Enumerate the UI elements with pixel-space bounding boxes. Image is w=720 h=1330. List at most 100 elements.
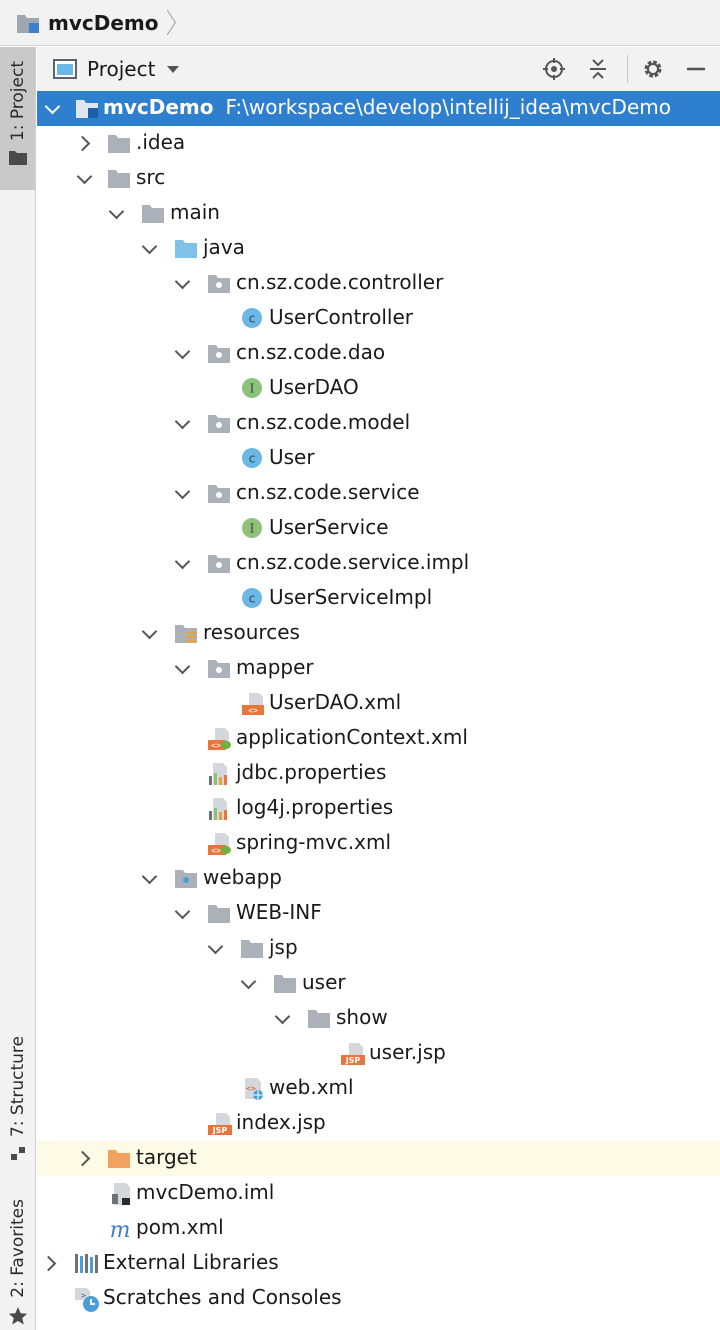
tree-row-package-service[interactable]: cn.sz.code.service <box>37 476 720 511</box>
tree-label: jsp <box>269 935 298 959</box>
tree-row-show-folder[interactable]: show <box>37 1001 720 1036</box>
tree-row-file-iml[interactable]: mvcDemo.iml <box>37 1176 720 1211</box>
tree-row-class-user[interactable]: c User <box>37 441 720 476</box>
web-folder-icon <box>174 867 198 891</box>
expand-arrow-icon[interactable] <box>175 659 191 677</box>
folder-icon <box>240 937 264 961</box>
breadcrumb-separator <box>164 8 176 38</box>
tree-row-package-controller[interactable]: cn.sz.code.controller <box>37 266 720 301</box>
tree-row-file-spring-mvc[interactable]: <> spring-mvc.xml <box>37 826 720 861</box>
tab-favorites[interactable]: 2: Favorites <box>0 1197 35 1330</box>
structure-icon <box>10 1145 26 1161</box>
collapse-arrow-icon[interactable] <box>43 1254 59 1272</box>
tree-row-class-usercontroller[interactable]: c UserController <box>37 301 720 336</box>
tree-row-external-libraries[interactable]: External Libraries <box>37 1246 720 1281</box>
folder-icon <box>141 202 165 226</box>
expand-arrow-icon[interactable] <box>241 974 257 992</box>
header-divider <box>627 55 628 83</box>
project-folder-icon <box>8 149 27 166</box>
view-dropdown-arrow-icon[interactable] <box>167 65 180 73</box>
star-icon <box>8 1306 28 1326</box>
expand-arrow-icon[interactable] <box>142 624 158 642</box>
source-folder-icon <box>174 237 198 261</box>
tree-row-web-inf[interactable]: WEB-INF <box>37 896 720 931</box>
tree-row-interface-userdao[interactable]: I UserDAO <box>37 371 720 406</box>
tree-label: user.jsp <box>369 1040 446 1064</box>
tree-row-file-jdbc-properties[interactable]: jdbc.properties <box>37 756 720 791</box>
tree-row-package-dao[interactable]: cn.sz.code.dao <box>37 336 720 371</box>
tree-row-package-model[interactable]: cn.sz.code.model <box>37 406 720 441</box>
expand-arrow-icon[interactable] <box>142 869 158 887</box>
tree-row-mapper[interactable]: mapper <box>37 651 720 686</box>
tree-row-interface-userservice[interactable]: I UserService <box>37 511 720 546</box>
tree-row-file-log4j-properties[interactable]: log4j.properties <box>37 791 720 826</box>
tree-row-webapp[interactable]: webapp <box>37 861 720 896</box>
locate-icon[interactable] <box>542 57 566 81</box>
tree-label: User <box>269 445 315 469</box>
collapse-all-icon[interactable] <box>586 57 610 81</box>
svg-text:c: c <box>249 452 256 466</box>
interface-icon: I <box>241 377 265 401</box>
expand-arrow-icon[interactable] <box>77 169 93 187</box>
package-icon <box>207 272 231 296</box>
jsp-file-icon: JSP <box>340 1042 365 1066</box>
expand-arrow-icon[interactable] <box>175 414 191 432</box>
tree-row-file-index-jsp[interactable]: JSP index.jsp <box>37 1106 720 1141</box>
tree-row-file-applicationcontext[interactable]: <> applicationContext.xml <box>37 721 720 756</box>
tree-label: java <box>203 235 245 259</box>
tab-structure[interactable]: 7: Structure <box>0 1032 35 1167</box>
tree-row-main[interactable]: main <box>37 196 720 231</box>
expand-arrow-icon[interactable] <box>142 239 158 257</box>
tree-row-package-service-impl[interactable]: cn.sz.code.service.impl <box>37 546 720 581</box>
tree-label: mapper <box>236 655 314 679</box>
tree-row-idea[interactable]: .idea <box>37 126 720 161</box>
class-icon: c <box>241 587 265 611</box>
tree-row-target[interactable]: target <box>37 1141 720 1176</box>
project-path: F:\workspace\develop\intellij_idea\mvcDe… <box>225 95 671 119</box>
tree-label: UserDAO.xml <box>269 690 402 714</box>
minimize-icon[interactable] <box>684 57 708 81</box>
tree-row-class-userserviceimpl[interactable]: c UserServiceImpl <box>37 581 720 616</box>
tree-label: webapp <box>203 865 283 889</box>
spring-xml-icon: <> <box>207 727 231 751</box>
tree-label: pom.xml <box>136 1215 224 1239</box>
expand-arrow-icon[interactable] <box>45 99 61 117</box>
collapse-arrow-icon[interactable] <box>77 134 93 152</box>
tree-row-src[interactable]: src <box>37 161 720 196</box>
expand-arrow-icon[interactable] <box>109 204 125 222</box>
svg-text:JSP: JSP <box>345 1056 361 1065</box>
tree-row-scratches[interactable]: > Scratches and Consoles <box>37 1281 720 1316</box>
tree-label: spring-mvc.xml <box>236 830 392 854</box>
panel-title[interactable]: Project <box>87 57 156 81</box>
expand-arrow-icon[interactable] <box>175 554 191 572</box>
tree-row-user-folder[interactable]: user <box>37 966 720 1001</box>
collapse-arrow-icon[interactable] <box>77 1149 93 1167</box>
gear-icon[interactable] <box>641 57 665 81</box>
tree-row-file-web-xml[interactable]: <> web.xml <box>37 1071 720 1106</box>
expand-arrow-icon[interactable] <box>175 344 191 362</box>
tab-structure-label: 7: Structure <box>7 1036 28 1138</box>
expand-arrow-icon[interactable] <box>175 274 191 292</box>
breadcrumb-item-mvcdemo[interactable]: mvcDemo <box>48 10 159 35</box>
tree-label: target <box>136 1145 197 1169</box>
tree-row-file-userdao-xml[interactable]: <> UserDAO.xml <box>37 686 720 721</box>
folder-icon <box>207 902 231 926</box>
expand-arrow-icon[interactable] <box>208 939 224 957</box>
expand-arrow-icon[interactable] <box>275 1009 291 1027</box>
tree-row-file-user-jsp[interactable]: JSP user.jsp <box>37 1036 720 1071</box>
tree-row-file-pom[interactable]: m pom.xml <box>37 1211 720 1246</box>
expand-arrow-icon[interactable] <box>175 904 191 922</box>
svg-text:<>: <> <box>248 706 258 715</box>
maven-icon: m <box>107 1217 131 1241</box>
excluded-folder-icon <box>107 1147 131 1171</box>
tree-label: mvcDemo.iml <box>136 1180 275 1204</box>
tree-row-resources[interactable]: resources <box>37 616 720 651</box>
expand-arrow-icon[interactable] <box>175 484 191 502</box>
tree-row-java[interactable]: java <box>37 231 720 266</box>
tab-favorites-label: 2: Favorites <box>7 1199 28 1298</box>
resources-folder-icon <box>174 622 198 646</box>
tree-row-jsp-folder[interactable]: jsp <box>37 931 720 966</box>
tab-project[interactable]: 1: Project <box>0 47 35 190</box>
